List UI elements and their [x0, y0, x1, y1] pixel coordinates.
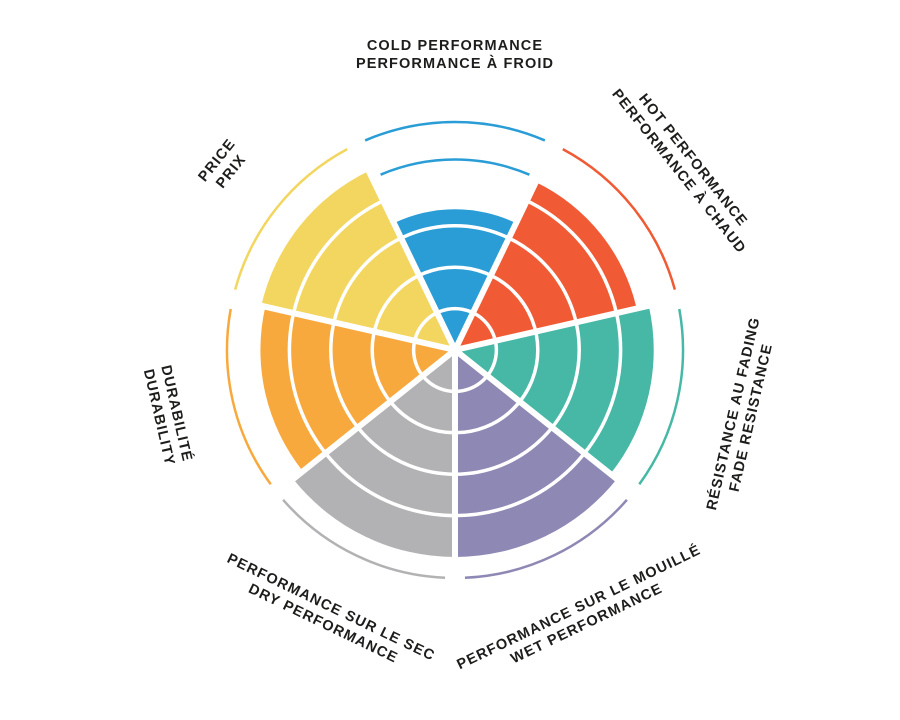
hot-performance-guide-arc	[562, 147, 677, 290]
price-wedge	[261, 170, 455, 350]
cold-performance-guide-arc	[364, 120, 546, 142]
cold-performance-label-fr: PERFORMANCE À FROID	[356, 55, 554, 72]
dry-performance-wedge	[293, 350, 455, 557]
sector-separator	[453, 347, 624, 486]
dry-performance-guide-arc	[282, 498, 446, 580]
fade-resistance-guide-arc	[638, 308, 685, 485]
wet-performance-guide-arc	[464, 498, 628, 580]
hot-performance-label-en: HOT PERFORMANCE	[635, 91, 750, 230]
wet-performance-label-fr: PERFORMANCE SUR LE MOUILLÉ	[454, 541, 703, 673]
price-guide-arc	[233, 147, 348, 290]
sector-separator	[246, 299, 456, 353]
durability-guide-arc	[225, 308, 272, 485]
sector-separator	[454, 299, 664, 353]
sector-separator	[286, 347, 457, 486]
wet-performance-wedge	[455, 350, 617, 557]
cold-performance-wedge	[393, 209, 517, 350]
dry-performance-label-fr: PERFORMANCE SUR LE SEC	[224, 551, 437, 665]
sector-separator	[359, 156, 458, 352]
hot-performance-label-fr: PERFORMANCE À CHAUD	[608, 86, 749, 257]
cold-performance-secondary-arc	[380, 158, 530, 176]
fade-resistance-wedge	[455, 305, 654, 474]
cold-performance-label-en: COLD PERFORMANCE	[367, 38, 543, 54]
sector-separator	[452, 156, 551, 352]
